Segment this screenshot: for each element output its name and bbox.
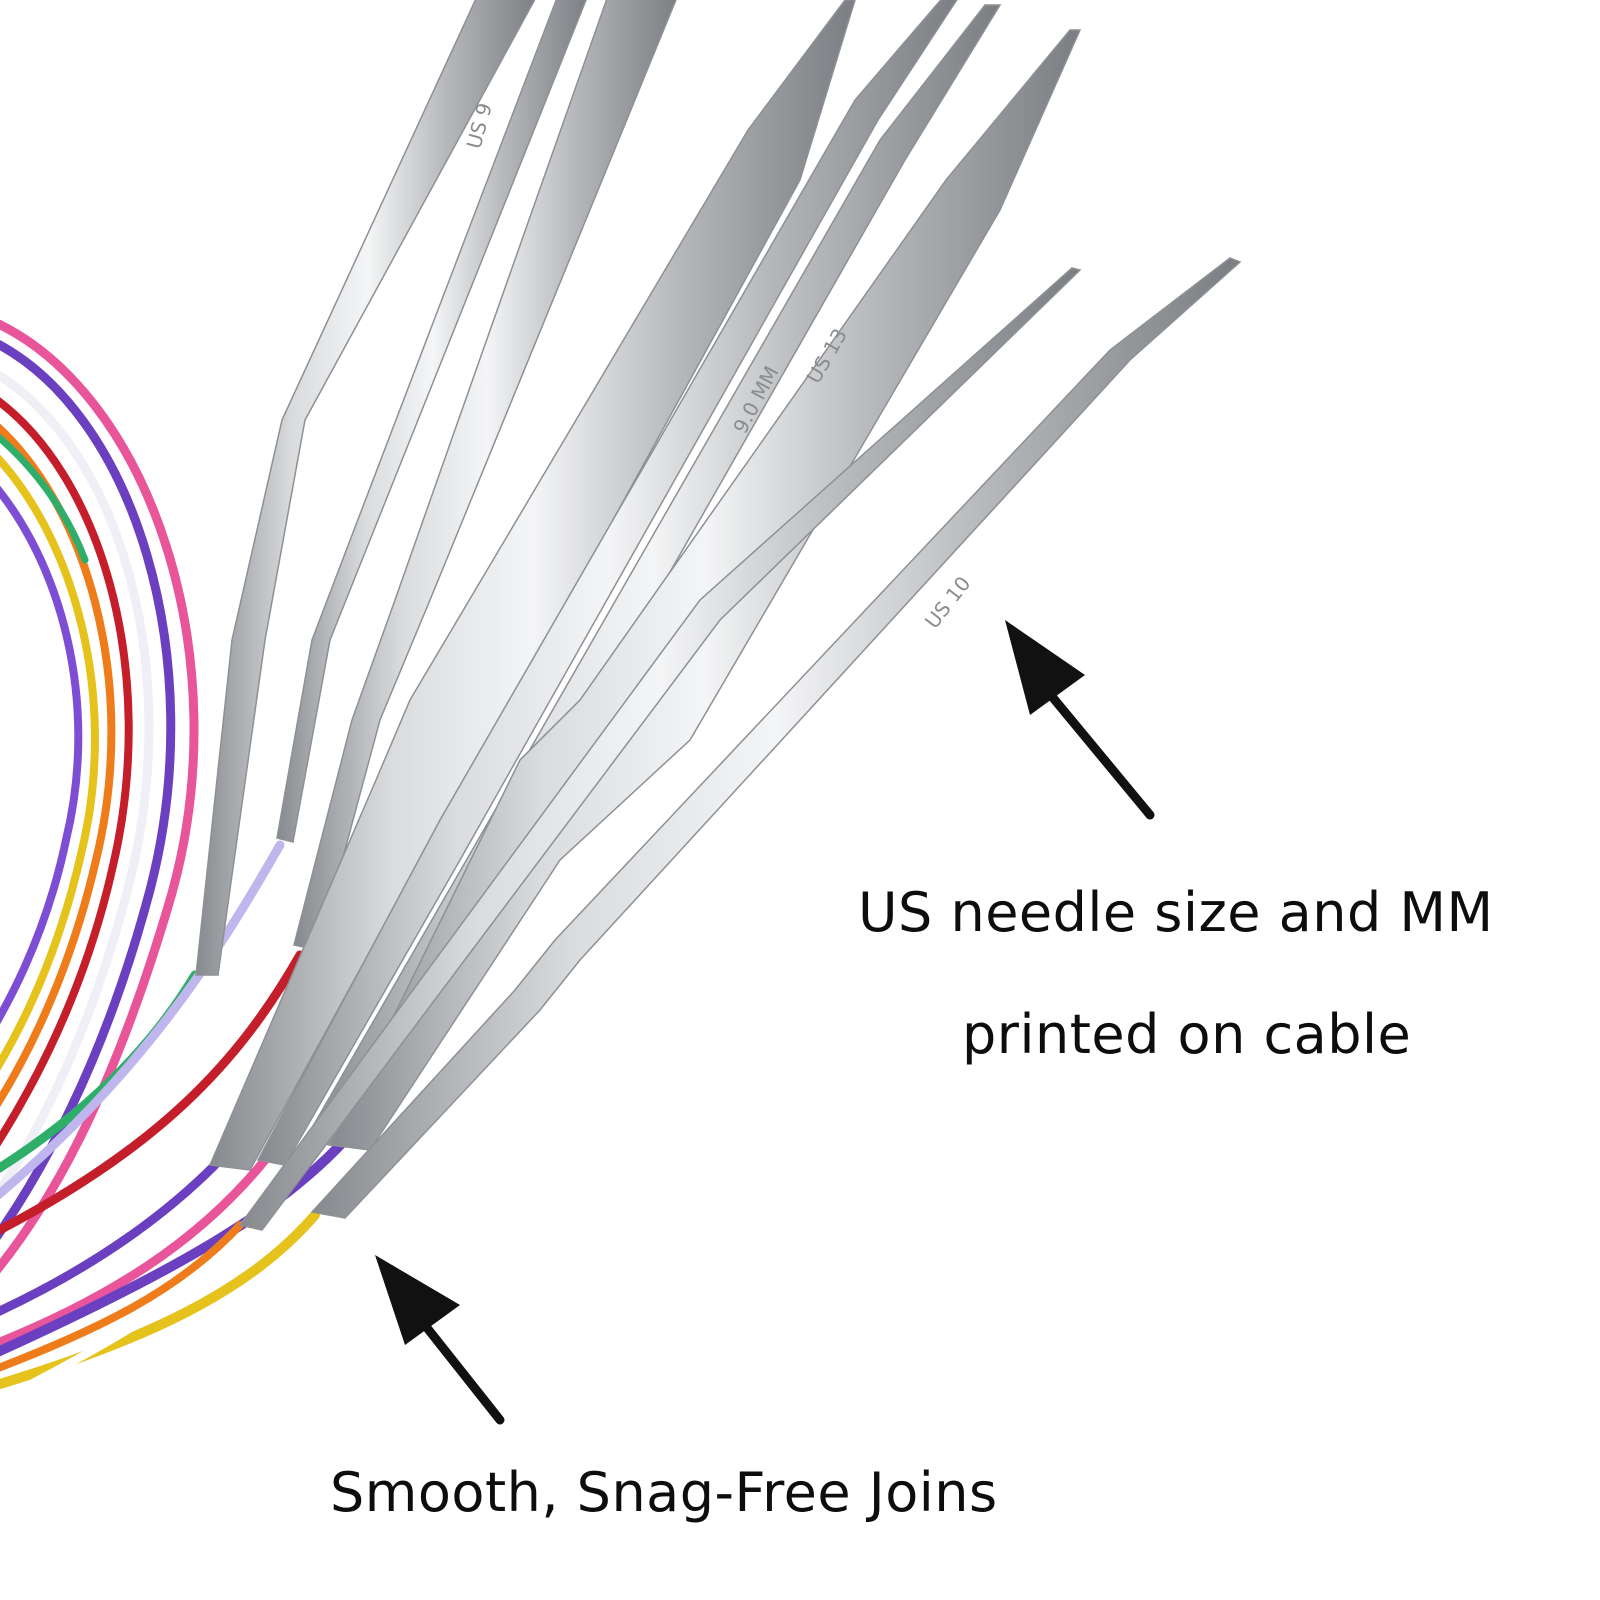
needle-size-caption-line1: US needle size and MM <box>858 881 1494 944</box>
cable-to-join-3 <box>0 950 305 1235</box>
arrow-to-size-marking <box>1005 620 1155 820</box>
cable-to-join-8 <box>0 1221 244 1372</box>
needles-group <box>195 0 1242 1231</box>
cable-white <box>0 370 154 1199</box>
cable-to-join-4 <box>0 1160 220 1316</box>
cable-green <box>0 433 89 564</box>
cable-to-join-2 <box>0 840 285 1200</box>
needle-2 <box>276 0 587 843</box>
cable-to-join-7 <box>0 1210 320 1390</box>
cable-to-join-9 <box>0 1166 334 1405</box>
joins-caption: Smooth, Snag-Free Joins <box>330 1461 998 1524</box>
needle-size-caption-line2: printed on cable <box>962 1003 1412 1066</box>
needle-1 <box>195 0 536 976</box>
cable-to-join-6 <box>0 1135 350 1357</box>
needle-9 <box>310 257 1242 1219</box>
cables-group <box>0 319 350 1405</box>
cable-yellow <box>0 454 99 1071</box>
cable-pink <box>0 319 199 1274</box>
arrow-to-joins <box>375 1255 505 1425</box>
cable-red <box>0 397 133 1147</box>
needle-5 <box>256 0 958 1166</box>
cable-purple-2 <box>0 485 83 1025</box>
cable-to-join-5 <box>0 1155 270 1347</box>
needle-8 <box>238 267 1082 1231</box>
